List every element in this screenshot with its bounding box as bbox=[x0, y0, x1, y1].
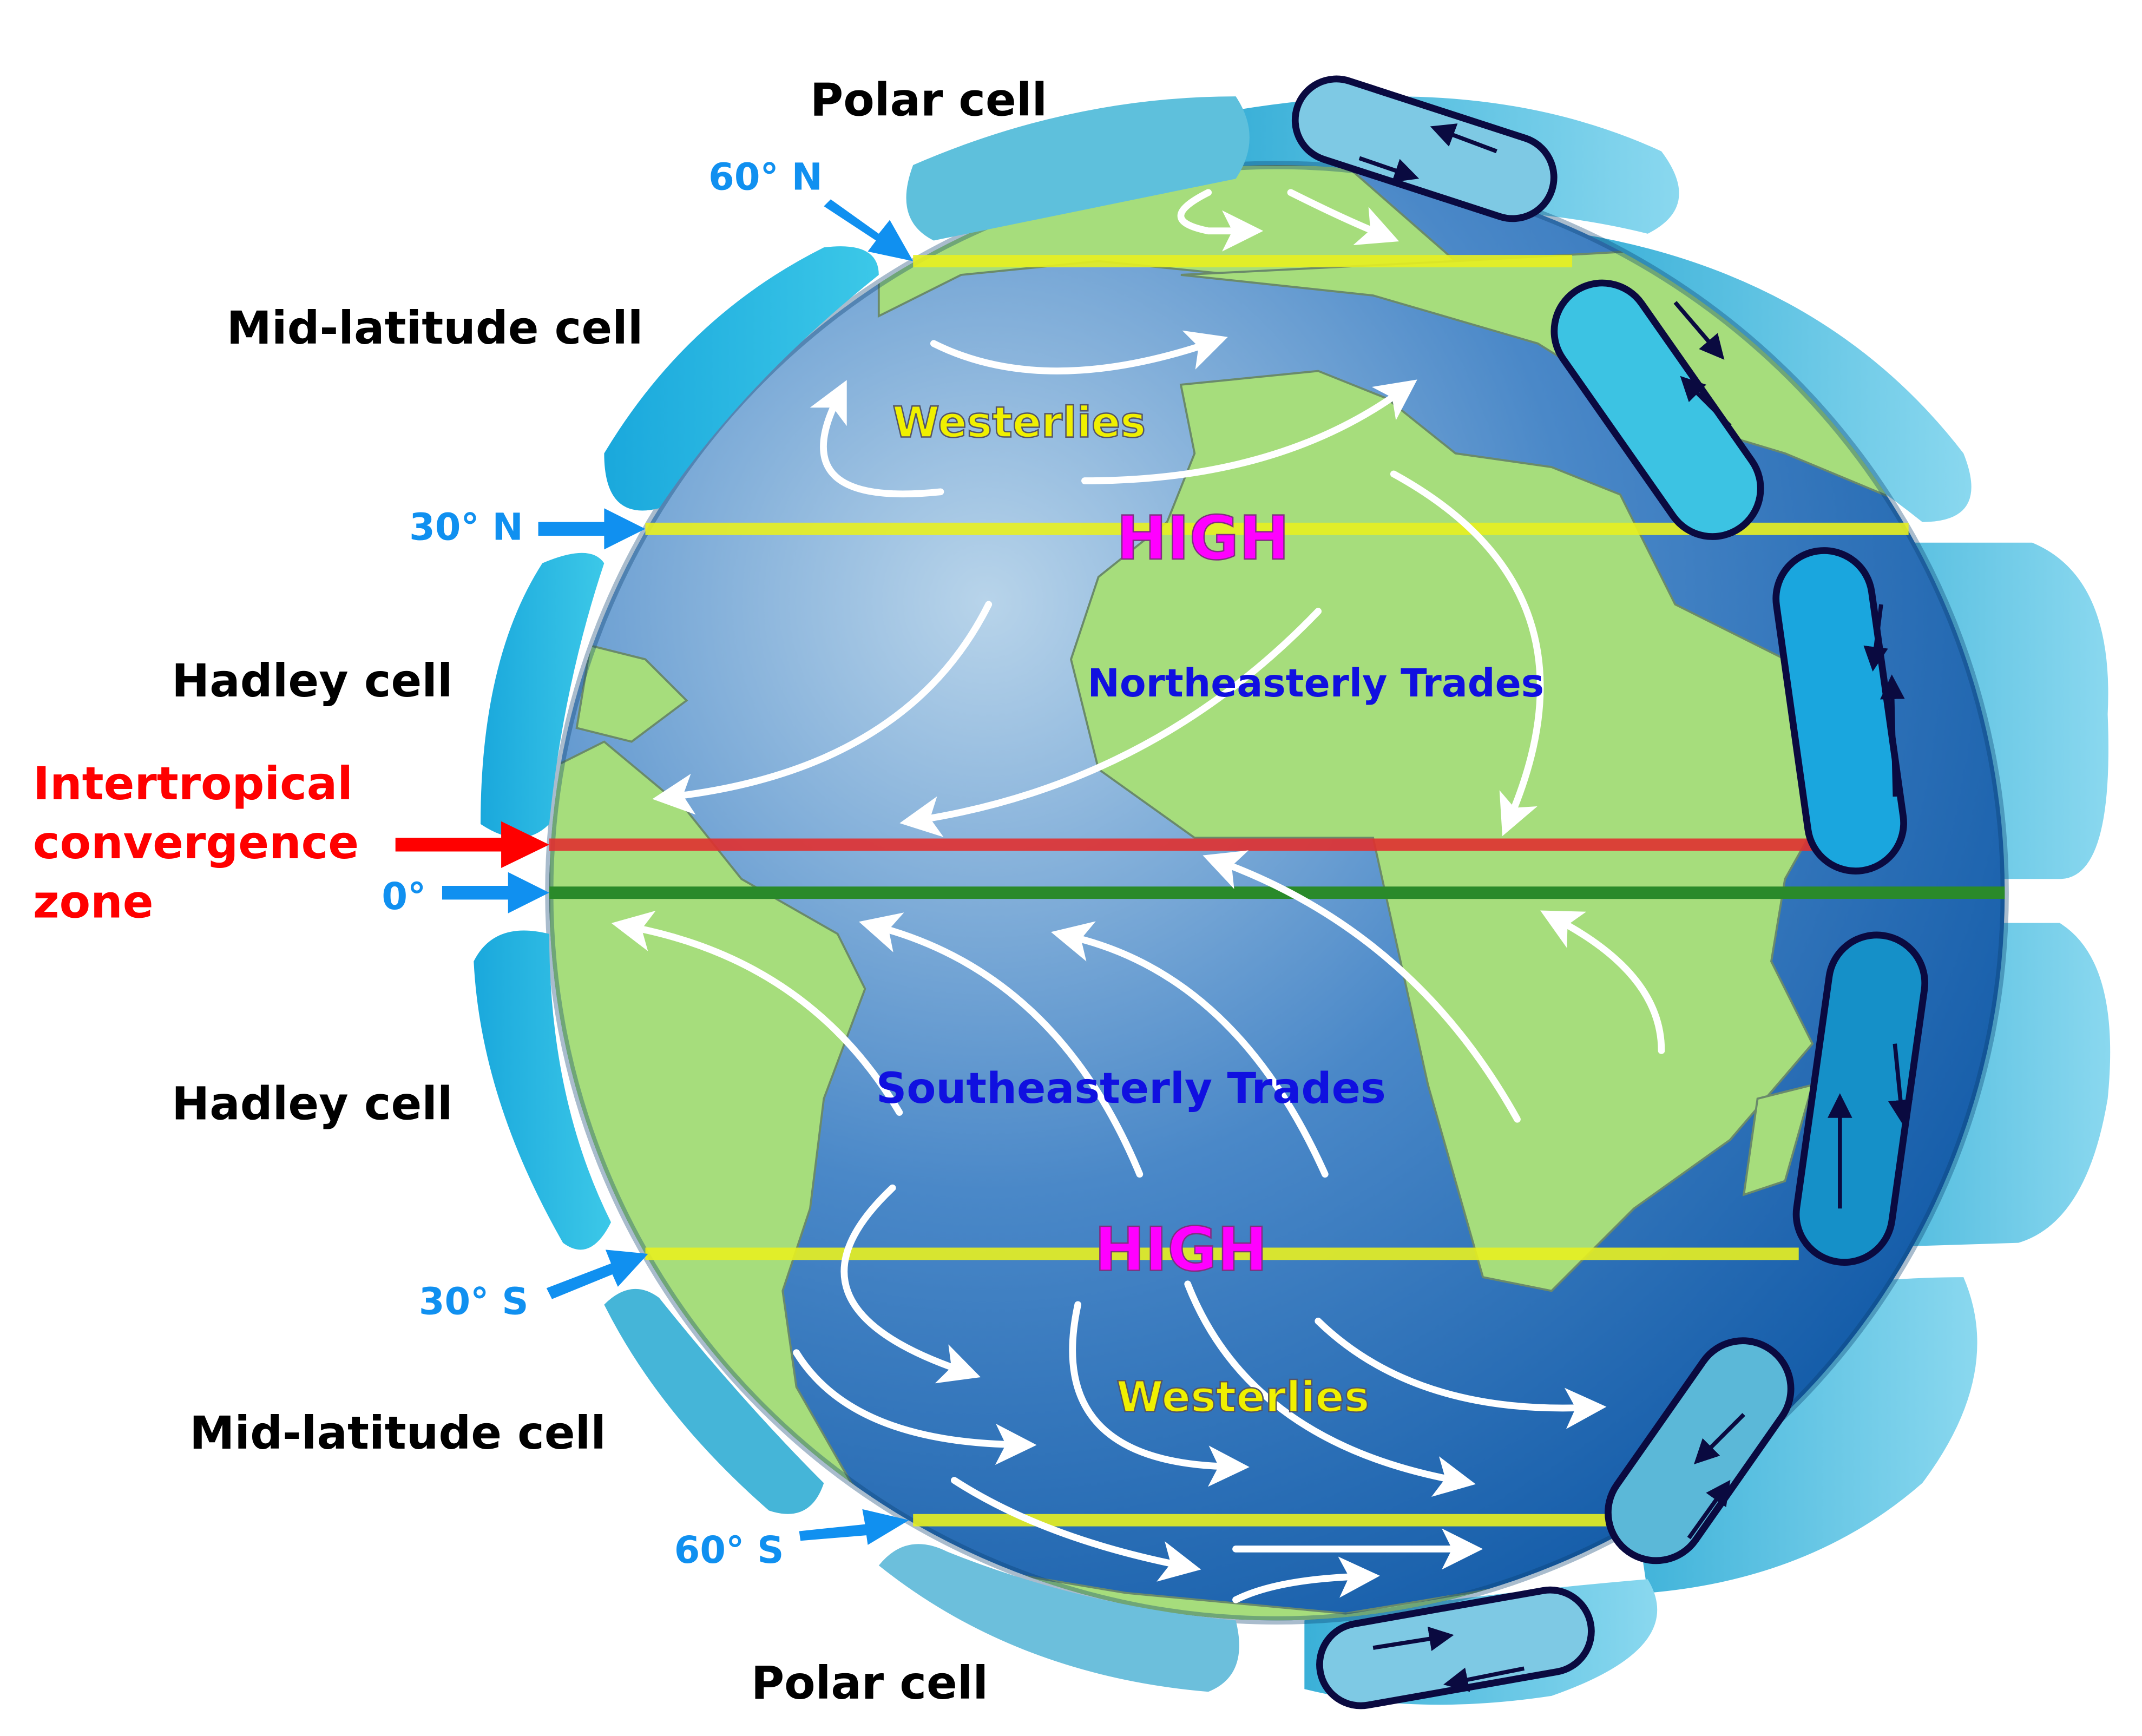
label-itcz-line1: Intertropical bbox=[33, 757, 353, 810]
label-westerlies-south: Westerlies bbox=[1116, 1372, 1370, 1422]
label-mid-latitude-cell-north: Mid-latitude cell bbox=[227, 301, 643, 354]
loop-arrows bbox=[1358, 123, 1913, 1692]
label-equator: 0° bbox=[382, 875, 426, 918]
arrow-30n bbox=[538, 508, 646, 550]
circulation-loops bbox=[1291, 75, 1929, 1709]
label-northeasterly-trades: Northeasterly Trades bbox=[1087, 661, 1544, 706]
latitude-lines bbox=[549, 255, 2005, 1527]
label-southeasterly-trades: Southeasterly Trades bbox=[876, 1063, 1386, 1113]
arrow-itcz bbox=[395, 821, 549, 868]
arrow-60n bbox=[824, 199, 914, 261]
label-itcz-line3: zone bbox=[33, 875, 154, 928]
label-mid-latitude-cell-south: Mid-latitude cell bbox=[189, 1406, 606, 1459]
label-westerlies-north: Westerlies bbox=[892, 397, 1146, 447]
label-itcz-line2: convergence bbox=[33, 816, 359, 869]
label-high-north: HIGH bbox=[1116, 503, 1290, 574]
label-60s: 60° S bbox=[674, 1529, 784, 1572]
label-30s: 30° S bbox=[419, 1280, 529, 1324]
arrow-60s bbox=[799, 1509, 909, 1545]
left-cells bbox=[474, 96, 1250, 1692]
label-hadley-cell-south: Hadley cell bbox=[172, 1077, 452, 1130]
wind-arrows bbox=[611, 189, 1665, 1603]
label-polar-cell-south: Polar cell bbox=[751, 1656, 988, 1709]
label-30n: 30° N bbox=[409, 506, 523, 549]
label-hadley-cell-north: Hadley cell bbox=[172, 654, 452, 707]
arrow-30s bbox=[546, 1250, 648, 1299]
label-polar-cell-north: Polar cell bbox=[810, 74, 1047, 127]
arrow-equator bbox=[442, 872, 549, 913]
label-high-south: HIGH bbox=[1094, 1214, 1267, 1285]
label-60n: 60° N bbox=[708, 156, 823, 199]
latitude-pointers bbox=[442, 199, 914, 1545]
